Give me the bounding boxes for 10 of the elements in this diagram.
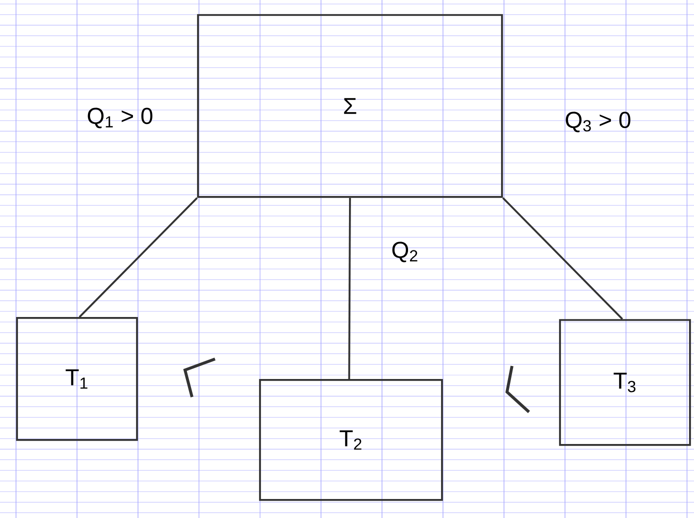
line — [502, 197, 624, 320]
box: T$_{1}$ — [16, 317, 138, 441]
line — [78, 197, 198, 318]
line — [348, 198, 351, 380]
edge-label: Q$_{2}$ — [392, 242, 418, 262]
box: T$_{2}$ — [259, 379, 443, 501]
box: T$_{3}$ — [559, 319, 691, 446]
edge-label: Q$_{1}$ > 0 — [88, 108, 152, 128]
edge-label: Q$_{3}$ > 0 — [566, 112, 630, 132]
box: Σ — [197, 14, 503, 198]
